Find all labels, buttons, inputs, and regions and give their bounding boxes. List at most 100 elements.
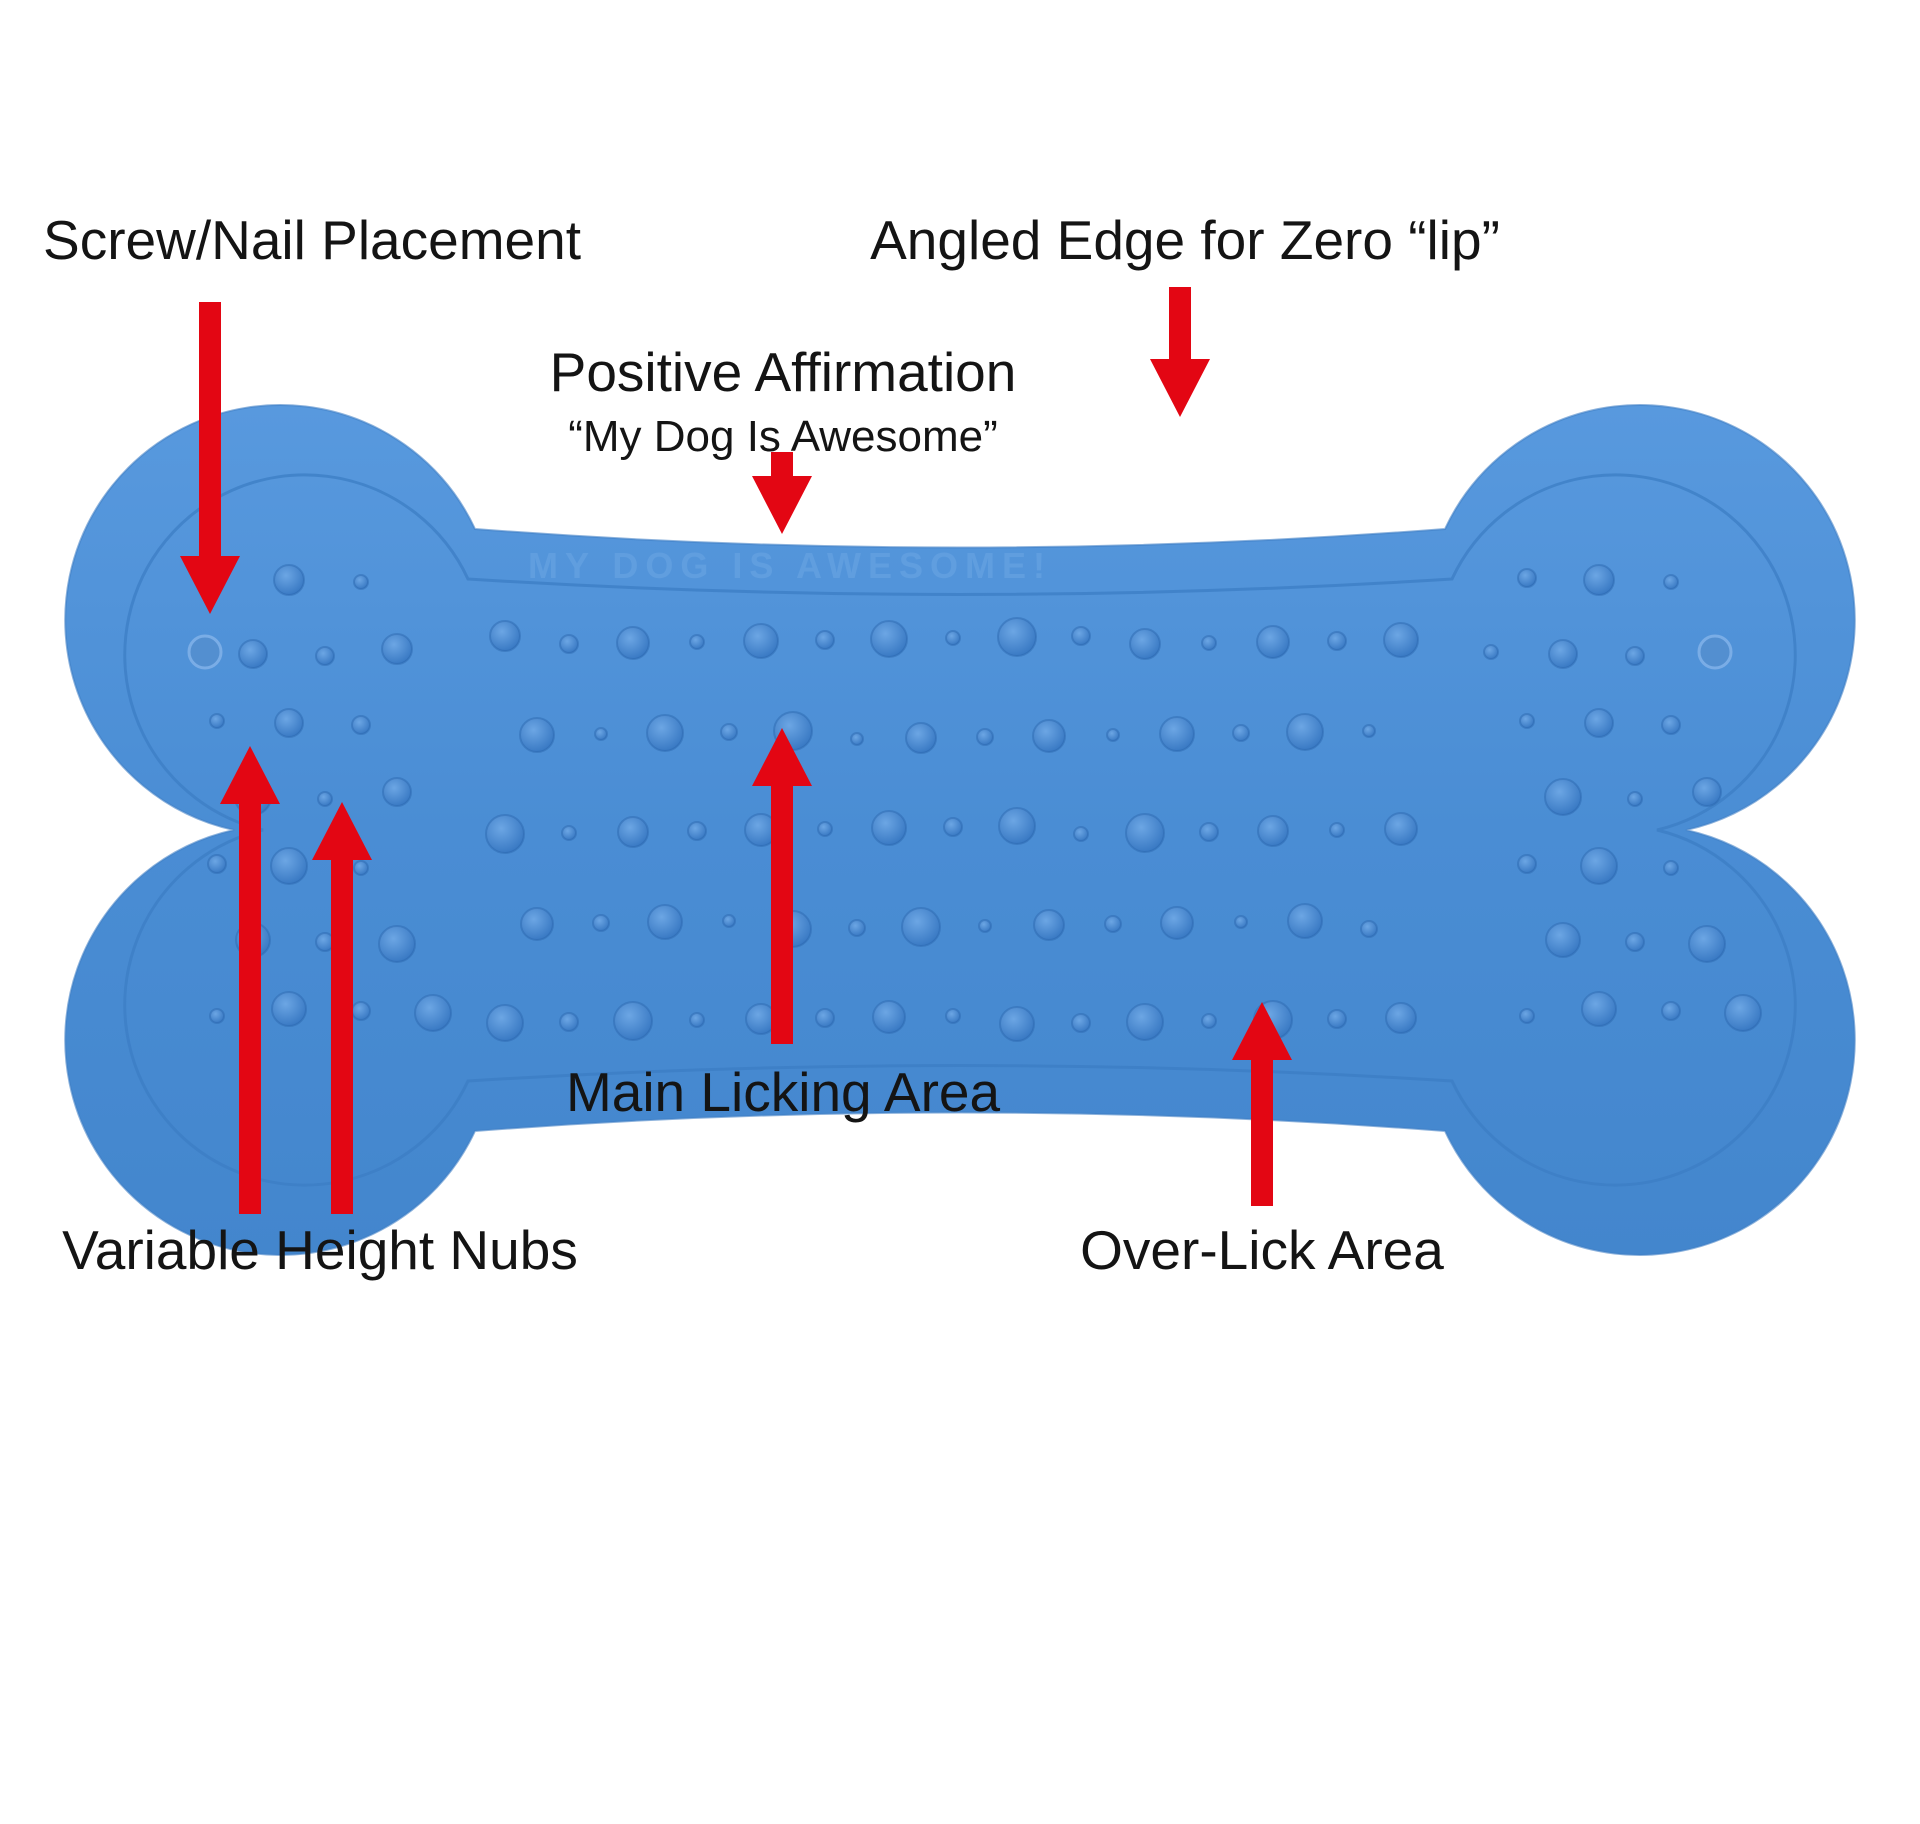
nub <box>613 1001 653 1041</box>
embossed-affirmation-text: MY DOG IS AWESOME! <box>528 545 1052 586</box>
nub <box>687 821 707 841</box>
nub <box>1032 719 1066 753</box>
nub <box>1286 713 1324 751</box>
nub <box>1661 715 1681 735</box>
nub <box>1327 631 1347 651</box>
nub <box>978 919 992 933</box>
nub <box>519 717 555 753</box>
nub <box>1129 628 1161 660</box>
nub <box>486 1004 524 1042</box>
annotation-arrows <box>180 287 1292 1214</box>
nub <box>1073 826 1089 842</box>
nub <box>1544 778 1582 816</box>
nub <box>1583 564 1615 596</box>
label-angled-edge: Angled Edge for Zero “lip” <box>870 209 1500 271</box>
nub <box>945 630 961 646</box>
nub <box>561 825 577 841</box>
nub <box>353 574 369 590</box>
nub <box>815 630 835 650</box>
nub <box>616 626 650 660</box>
arrow-variable-nubs-right <box>312 802 372 1214</box>
nub <box>976 728 994 746</box>
nub <box>743 623 779 659</box>
nub <box>238 639 268 669</box>
nub <box>1362 724 1376 738</box>
nub <box>1519 713 1535 729</box>
nub <box>646 714 684 752</box>
nub <box>943 817 963 837</box>
nub <box>872 1000 906 1034</box>
nub <box>998 807 1036 845</box>
nub <box>270 847 308 885</box>
nub <box>594 727 608 741</box>
nub <box>382 777 412 807</box>
nub <box>209 713 225 729</box>
nub <box>559 634 579 654</box>
nub <box>848 919 866 937</box>
nub <box>1201 635 1217 651</box>
nub <box>351 1001 371 1021</box>
nub <box>689 1012 705 1028</box>
nub <box>905 722 937 754</box>
nub <box>817 821 833 837</box>
nub <box>1545 922 1581 958</box>
arrow-main-licking-area <box>752 728 812 1044</box>
nub <box>1256 625 1290 659</box>
nub <box>1104 915 1122 933</box>
label-affirmation-quote: “My Dog Is Awesome” <box>568 412 998 461</box>
nub <box>1580 847 1618 885</box>
nub <box>1287 903 1323 939</box>
nub <box>1663 574 1679 590</box>
nub <box>647 904 683 940</box>
nub <box>945 1008 961 1024</box>
nub <box>689 634 705 650</box>
nub <box>1692 777 1722 807</box>
nub <box>720 723 738 741</box>
nub <box>1201 1013 1217 1029</box>
nub <box>617 816 649 848</box>
nub-texture <box>207 564 1762 1042</box>
nub <box>1625 646 1645 666</box>
nub <box>378 925 416 963</box>
nub <box>1661 1001 1681 1021</box>
nub <box>1384 812 1418 846</box>
nub <box>1327 1009 1347 1029</box>
nub <box>207 854 227 874</box>
arrow-screw-nail-placement <box>180 302 240 614</box>
nub <box>1663 860 1679 876</box>
arrow-over-lick-area <box>1232 1002 1292 1206</box>
nub <box>1517 854 1537 874</box>
nub <box>520 907 554 941</box>
nub <box>1625 932 1645 952</box>
nub <box>1584 708 1614 738</box>
nub <box>870 620 908 658</box>
nub <box>353 860 369 876</box>
nub <box>1071 626 1091 646</box>
nub <box>381 633 413 665</box>
nub <box>1519 1008 1535 1024</box>
nub <box>414 994 452 1032</box>
nub <box>1125 813 1165 853</box>
nub <box>1234 915 1248 929</box>
nub <box>1071 1013 1091 1033</box>
screw-hole-right <box>1697 634 1733 670</box>
mat-inner-ridge <box>123 473 1797 1187</box>
nub <box>1688 925 1726 963</box>
nub <box>1257 815 1289 847</box>
nub <box>999 1006 1035 1042</box>
nub <box>1159 716 1195 752</box>
label-over-lick-area: Over-Lick Area <box>1080 1219 1444 1281</box>
nub <box>351 715 371 735</box>
nub <box>850 732 864 746</box>
label-positive-affirmation: Positive Affirmation <box>549 341 1017 403</box>
label-variable-height-nubs: Variable Height Nubs <box>62 1219 578 1281</box>
nub <box>815 1008 835 1028</box>
nub <box>315 646 335 666</box>
nub <box>559 1012 579 1032</box>
nub <box>997 617 1037 657</box>
nub <box>1199 822 1219 842</box>
nub <box>273 564 305 596</box>
nub <box>209 1008 225 1024</box>
